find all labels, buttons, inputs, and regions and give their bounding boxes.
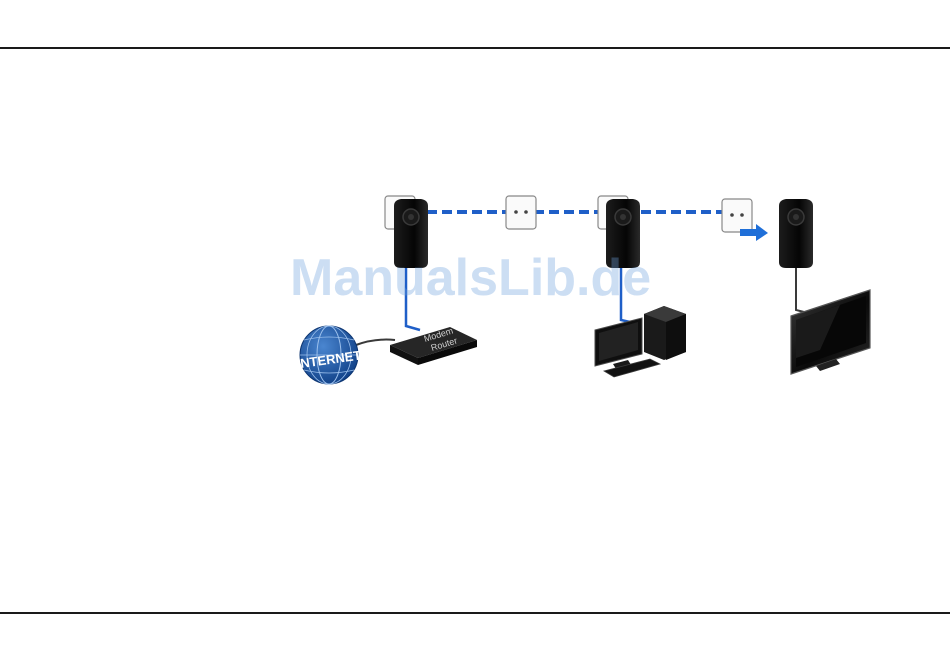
wall-socket-2 [506, 196, 536, 229]
desktop-computer [595, 306, 686, 377]
flat-screen-tv [791, 290, 870, 374]
cable-tv [796, 268, 804, 312]
powerline-adapter-1 [394, 199, 428, 268]
wall-socket-4 [722, 199, 752, 232]
ethernet-cable-router [406, 268, 420, 330]
ethernet-cable-pc [621, 268, 630, 322]
footer-rule [0, 612, 950, 614]
modem-router: Modem Router [390, 326, 477, 365]
cable-internet [356, 340, 395, 345]
powerline-adapter-2 [606, 199, 640, 268]
powerline-adapter-3 [779, 199, 813, 268]
internet-globe-icon: INTERNET [296, 326, 363, 384]
